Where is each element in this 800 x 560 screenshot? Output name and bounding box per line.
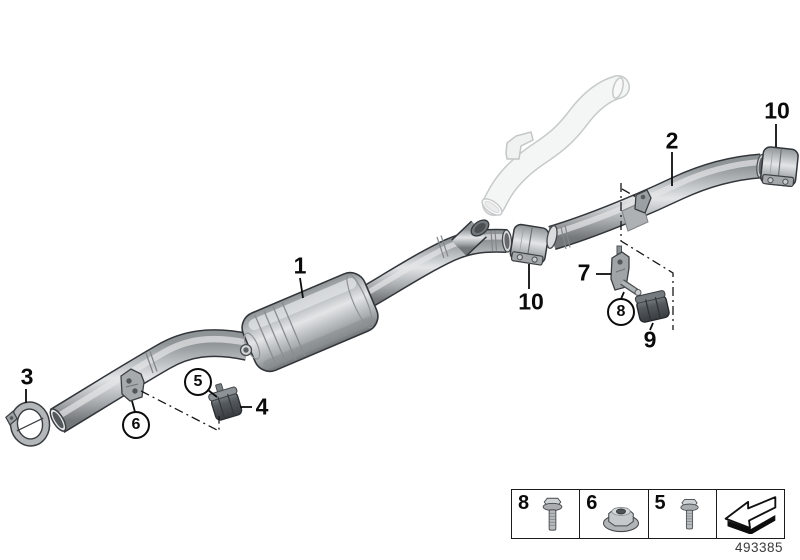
- callout-7[interactable]: 7: [577, 259, 591, 286]
- ghost-bracket: [505, 131, 534, 160]
- clamp-10-left[interactable]: [509, 223, 550, 266]
- diagram-number: 493385: [734, 540, 783, 555]
- part-3-v-band-clamp[interactable]: [4, 400, 52, 449]
- callout-5[interactable]: 5: [184, 368, 212, 396]
- leader-lines: [25, 124, 777, 413]
- legend-ref-6: 6: [586, 492, 598, 514]
- flange-nut-icon: [602, 506, 639, 533]
- legend-ref-5: 5: [654, 492, 666, 514]
- direction-of-travel-arrow-icon: [725, 496, 777, 534]
- ghost-rear-connecting-pipe: [481, 75, 630, 216]
- flange-bolt-icon: [542, 497, 563, 531]
- legend-item-6[interactable]: 6: [580, 490, 649, 538]
- hanger-bracket-rear[interactable]: [634, 189, 652, 214]
- legend-ref-8: 8: [518, 492, 530, 514]
- legend-item-direction-arrow[interactable]: [717, 490, 784, 538]
- callout-3[interactable]: 3: [20, 363, 34, 390]
- callout-8[interactable]: 8: [607, 298, 635, 326]
- callout-1[interactable]: 1: [293, 252, 307, 279]
- part-2-rear-exhaust-pipe[interactable]: [545, 153, 766, 250]
- callout-4[interactable]: 4: [255, 393, 269, 420]
- part-9-rubber-mount[interactable]: [634, 290, 670, 323]
- callout-9[interactable]: 9: [643, 326, 657, 353]
- construction-lines: [140, 183, 674, 433]
- callout-10-left[interactable]: 10: [518, 288, 544, 315]
- callout-10-right[interactable]: 10: [764, 97, 790, 124]
- callout-2[interactable]: 2: [665, 127, 679, 154]
- part-1-front-pipe-center-muffler[interactable]: [47, 217, 513, 433]
- part-7-hanger-bracket[interactable]: [610, 245, 642, 296]
- legend-item-5[interactable]: 5: [649, 490, 717, 538]
- muffler-body[interactable]: [237, 268, 383, 377]
- callout-6[interactable]: 6: [122, 411, 150, 439]
- part-4-rubber-mount[interactable]: [206, 380, 244, 422]
- legend-table: 8 6 5: [511, 489, 785, 539]
- legend-item-8[interactable]: 8: [512, 490, 581, 538]
- clamp-10-right[interactable]: [760, 146, 799, 187]
- flange-bolt-icon: [680, 499, 699, 530]
